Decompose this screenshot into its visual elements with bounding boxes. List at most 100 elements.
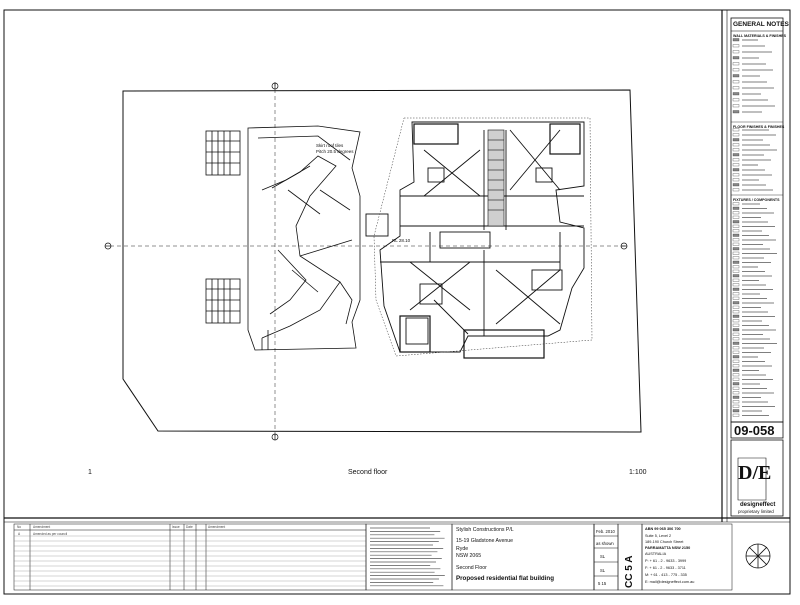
client-name: Stylish Constructions P/L (456, 527, 514, 533)
site-address-3: NSW 2065 (456, 553, 482, 559)
sheet-of: 5 15 (598, 581, 607, 586)
checked-by: SL (600, 568, 606, 573)
firm-tagline: proprietary limited (738, 509, 774, 514)
project-number-box (730, 421, 784, 439)
rev-header-issue: Issue (172, 525, 180, 529)
note-swatch (732, 319, 740, 323)
note-swatch (732, 38, 740, 42)
note-swatch (732, 215, 740, 219)
note-swatch (732, 283, 740, 287)
note-swatch (732, 346, 740, 350)
note-swatch (732, 80, 740, 84)
logo-box (730, 439, 784, 517)
note-swatch (732, 409, 740, 413)
issue-date: Feb. 2010 (596, 529, 615, 534)
note-swatch (732, 206, 740, 210)
general-notes-title: GENERAL NOTES (733, 21, 789, 28)
note-swatch (732, 274, 740, 278)
project-number: 09-058 (734, 423, 775, 438)
note-swatch (732, 242, 740, 246)
note-swatch (732, 92, 740, 96)
note-swatch (732, 188, 740, 192)
roof-note-line1: Skirt roof tiles (316, 143, 344, 148)
roof-note-line2: Pitch 20.5 degrees (316, 149, 354, 154)
notes-section-fixtures: FIXTURES / COMPONENTS (733, 198, 780, 202)
note-swatch (732, 98, 740, 102)
note-swatch (732, 143, 740, 147)
title-notes-text (370, 527, 445, 587)
note-swatch (732, 341, 740, 345)
rev-row-1-no: A (18, 532, 21, 536)
note-swatch (732, 110, 740, 114)
note-swatch (732, 251, 740, 255)
rev-header-amendment: Amendment (33, 525, 51, 529)
note-swatch (732, 224, 740, 228)
note-swatch (732, 163, 740, 167)
note-swatch (732, 265, 740, 269)
drawing-number: 1 (88, 469, 92, 476)
note-swatch (732, 368, 740, 372)
project-info-block (451, 523, 733, 591)
louvre-panel-bottom (205, 278, 241, 324)
note-swatch (732, 86, 740, 90)
north-point-icon (745, 543, 771, 569)
note-swatch (732, 233, 740, 237)
note-swatch (732, 238, 740, 242)
note-swatch (732, 413, 740, 417)
notes-section-walls: WALL MATERIALS & FINISHES (733, 34, 786, 38)
note-swatch (732, 395, 740, 399)
drawing-title: Second floor (348, 469, 388, 476)
note-swatch (732, 382, 740, 386)
note-swatch (732, 138, 740, 142)
rev-header-no: No (17, 525, 22, 529)
site-address-2: Ryde (456, 546, 469, 552)
notes-section-floors: FLOOR FINISHES & FINISHES (733, 125, 785, 129)
note-swatch (732, 56, 740, 60)
rev-header-amendment-2: Amendment (208, 525, 226, 529)
note-swatch (732, 373, 740, 377)
note-swatch (732, 62, 740, 66)
note-swatch (732, 50, 740, 54)
note-swatch (732, 229, 740, 233)
note-swatch (732, 68, 740, 72)
note-swatch (732, 153, 740, 157)
note-swatch (732, 314, 740, 318)
note-swatch (732, 211, 740, 215)
note-swatch (732, 74, 740, 78)
note-swatch (732, 377, 740, 381)
note-swatch (732, 128, 740, 132)
general-notes-list (732, 38, 777, 417)
note-swatch (732, 278, 740, 282)
note-swatch (732, 178, 740, 182)
project-title: Proposed residential flat building (456, 575, 554, 582)
note-swatch (732, 386, 740, 390)
firm-address-3: PARRAMATTA NSW 2150 (645, 546, 691, 550)
firm-abn: ABN 99 065 306 700 (645, 527, 681, 531)
note-swatch (732, 404, 740, 408)
note-swatch (732, 202, 740, 206)
firm-fax: F: + 61 - 2 - 9633 - 3711 (645, 566, 686, 570)
note-swatch (732, 292, 740, 296)
revision-rows (14, 535, 366, 587)
firm-mobile: M: + 61 - 413 - 775 - 335 (645, 573, 687, 577)
sheet-border (3, 9, 791, 595)
stair-core (487, 129, 505, 227)
firm-phone: P: + 61 - 2 - 9633 - 3999 (645, 559, 687, 563)
note-swatch (732, 220, 740, 224)
note-swatch (732, 173, 740, 177)
note-swatch (732, 305, 740, 309)
note-swatch (732, 158, 740, 162)
note-swatch (732, 183, 740, 187)
note-swatch (732, 287, 740, 291)
note-swatch (732, 310, 740, 314)
sheet-name: Second Floor (456, 565, 487, 571)
note-swatch (732, 350, 740, 354)
note-swatch (732, 260, 740, 264)
firm-address-4: AUSTRALIA (645, 552, 667, 556)
note-swatch (732, 323, 740, 327)
note-swatch (732, 364, 740, 368)
drawn-by: SL (600, 554, 606, 559)
note-swatch (732, 332, 740, 336)
